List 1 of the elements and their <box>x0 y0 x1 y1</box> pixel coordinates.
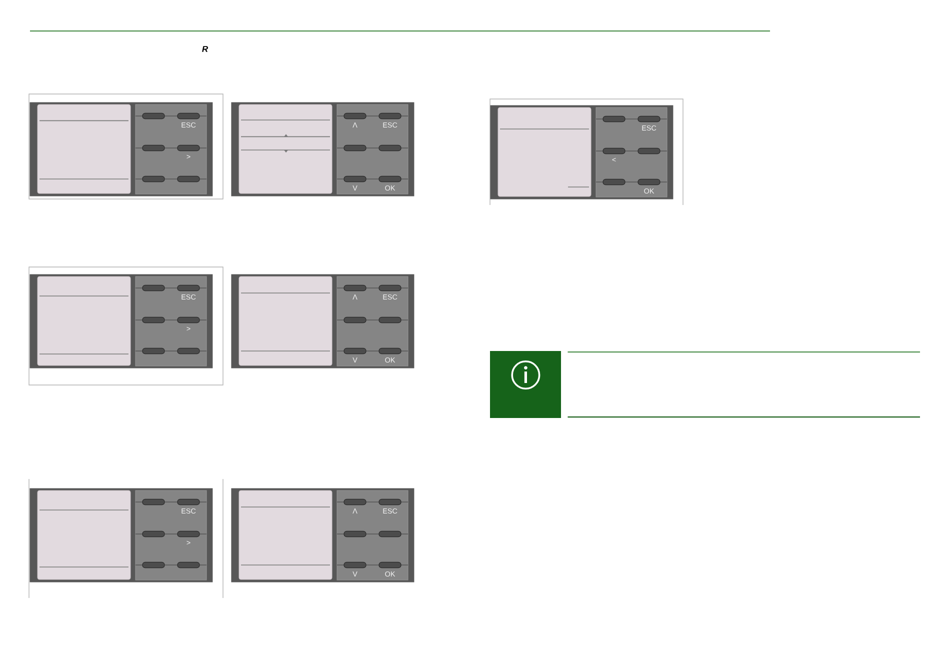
symbol-label: R <box>202 46 208 52</box>
